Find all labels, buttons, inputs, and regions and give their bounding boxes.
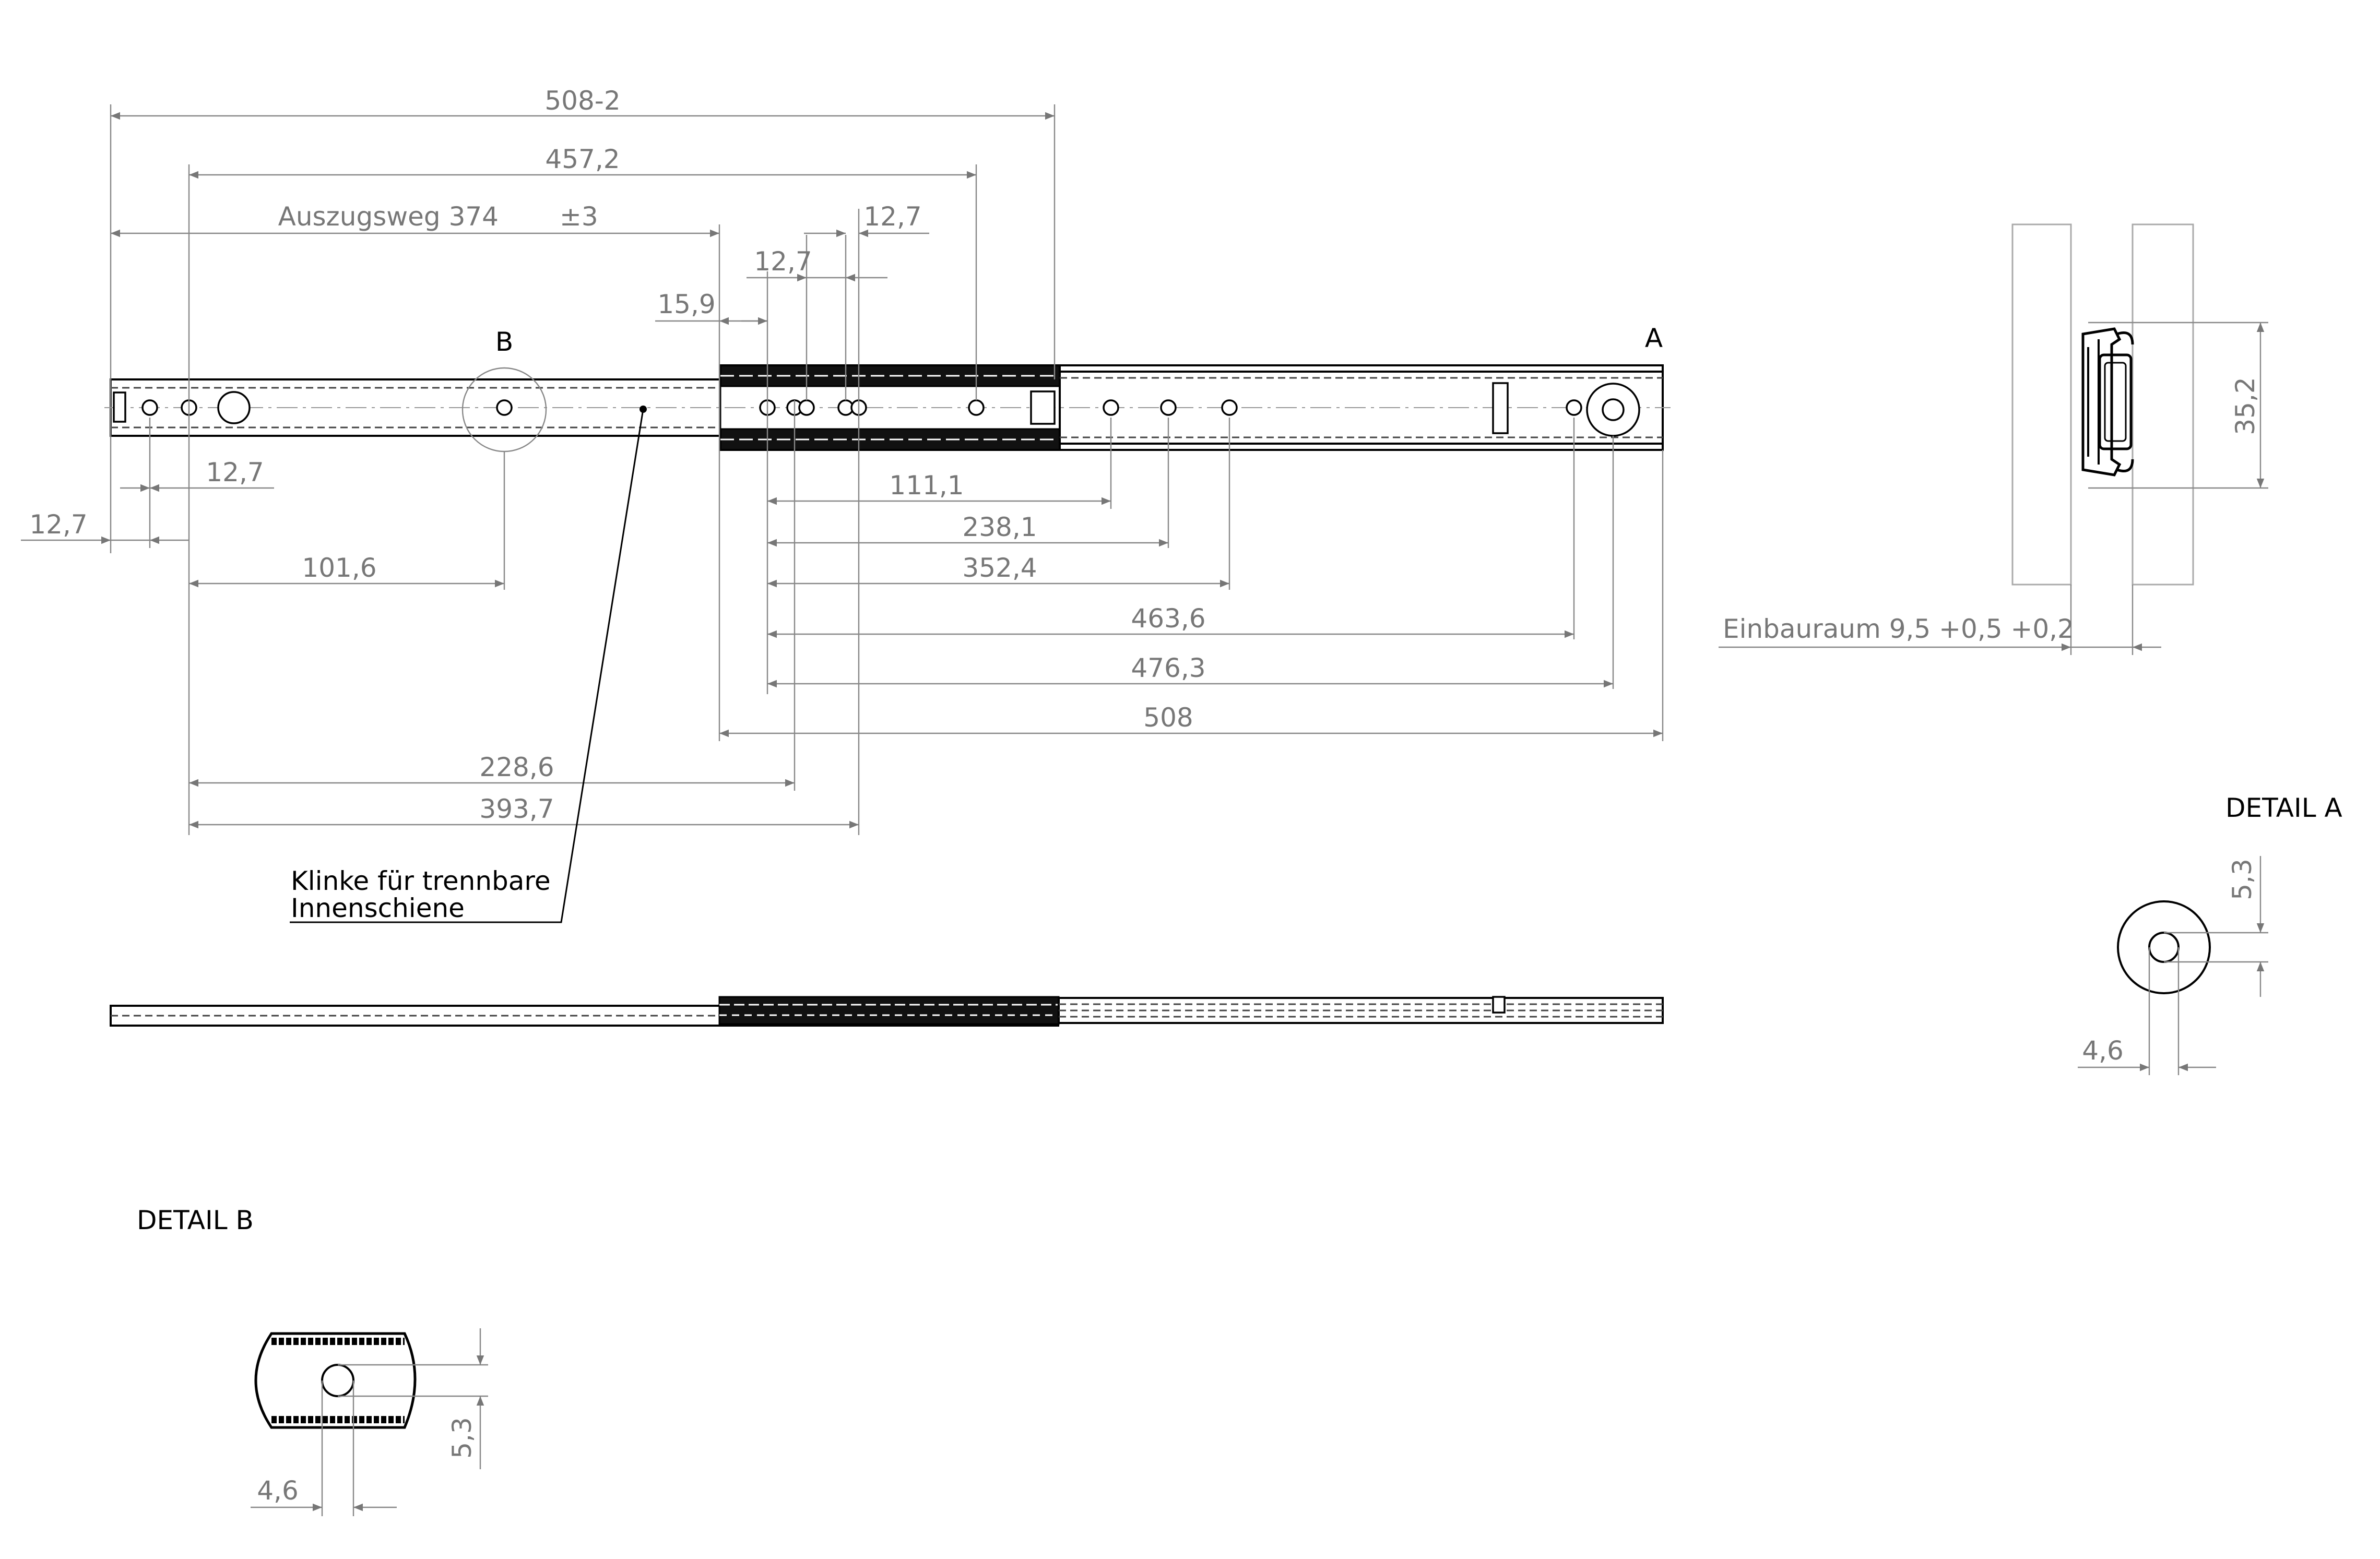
marker-b: B <box>495 327 513 357</box>
section-height: 35,2 <box>2230 377 2260 435</box>
marker-a: A <box>1645 323 1663 353</box>
dim-463-6: 463,6 <box>1131 603 1205 634</box>
mounting-hole <box>496 399 513 416</box>
latch-label-line1: Klinke für trennbare <box>291 866 551 896</box>
dim-pitch-left-upper: 12,7 <box>206 457 264 487</box>
dim-travel-tolerance: ±3 <box>560 201 598 232</box>
dim-pitch-left-lower: 12,7 <box>29 509 87 540</box>
detail-a-height: 5,3 <box>2227 859 2257 900</box>
dim-travel: Auszugsweg 374 <box>278 201 499 232</box>
dim-111-1: 111,1 <box>889 470 964 501</box>
latch-label-line2: Innenschiene <box>291 893 465 923</box>
dim-overall-closed: 508-2 <box>544 86 620 116</box>
mounting-hole <box>141 399 158 416</box>
dim-508: 508 <box>1143 703 1193 733</box>
detail-b: DETAIL B 5,3 4,6 <box>137 1205 488 1516</box>
slot <box>113 391 126 423</box>
cross-section: 35,2 Einbauraum 9,5 +0,5 +0,2 <box>1719 223 2268 655</box>
dim-228-6: 228,6 <box>479 752 554 782</box>
dim-238-1: 238,1 <box>962 512 1037 542</box>
detail-b-title: DETAIL B <box>137 1205 254 1235</box>
detail-a: DETAIL A 5,3 4,6 <box>2078 793 2342 1075</box>
dim-476-3: 476,3 <box>1131 653 1205 683</box>
installation-space: Einbauraum 9,5 +0,5 +0,2 <box>1723 614 2074 644</box>
dim-pitch-top-mid: 12,7 <box>754 246 812 277</box>
rail-top-view <box>104 364 1671 453</box>
rail-side-view <box>110 996 1664 1027</box>
dim-393-7: 393,7 <box>479 794 554 824</box>
dim-101-6: 101,6 <box>302 553 376 583</box>
detail-a-width: 4,6 <box>2082 1036 2124 1066</box>
large-hole <box>217 391 251 424</box>
detail-b-width: 4,6 <box>257 1475 299 1506</box>
dim-hole-span: 457,2 <box>545 144 620 174</box>
detail-b-height: 5,3 <box>447 1417 477 1459</box>
latch-callout: Klinke für trennbare Innenschiene <box>290 409 644 923</box>
dim-352-4: 352,4 <box>962 553 1037 583</box>
dim-pitch-top-right: 12,7 <box>863 201 921 232</box>
slot <box>1492 382 1509 434</box>
dimensions-top: 508-2 457,2 Auszugsweg 374 ±3 12,7 12,7 … <box>21 86 1664 835</box>
detail-a-title: DETAIL A <box>2225 793 2342 823</box>
dim-offset: 15,9 <box>657 289 715 319</box>
